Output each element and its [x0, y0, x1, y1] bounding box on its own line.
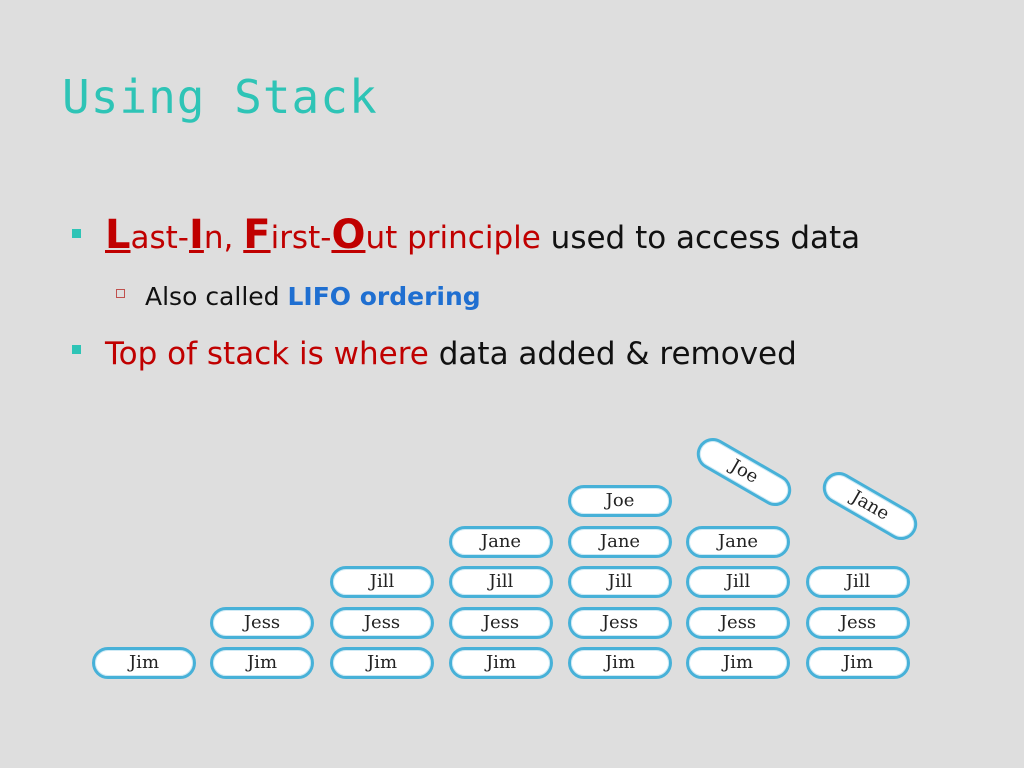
stack-element: Jill	[568, 566, 672, 598]
stack-element: Jess	[686, 607, 790, 639]
stack-element: Jess	[806, 607, 910, 639]
slide-title: Using Stack	[62, 70, 378, 124]
stack-element: Jill	[686, 566, 790, 598]
stack-element: Jim	[686, 647, 790, 679]
stack-element: Jim	[806, 647, 910, 679]
letter-l: L	[105, 212, 131, 258]
square-bullet-icon	[72, 345, 81, 354]
text-n: n,	[203, 220, 244, 256]
stack-element: Jim	[449, 647, 553, 679]
stack-element: Jess	[568, 607, 672, 639]
stack-element: Jess	[210, 607, 314, 639]
text-ast: ast-	[130, 220, 190, 256]
stack-element: Jim	[92, 647, 196, 679]
text-irst: irst-	[270, 220, 332, 256]
square-bullet-icon	[72, 229, 81, 238]
stack-element: Jill	[449, 566, 553, 598]
open-square-bullet-icon	[116, 288, 125, 298]
text-also-called: Also called	[145, 282, 288, 311]
text-lifo-ordering: LIFO ordering	[287, 282, 481, 311]
stack-element: Jim	[330, 647, 434, 679]
stack-element: Jane	[449, 526, 553, 558]
stack-element: Jess	[449, 607, 553, 639]
text-used-to-access: used to access data	[540, 220, 861, 256]
text-ut-principle: ut principle	[365, 220, 541, 256]
stack-element: Jim	[568, 647, 672, 679]
letter-o: O	[331, 212, 366, 258]
stack-element: Jane	[686, 526, 790, 558]
stack-element: Jim	[210, 647, 314, 679]
stack-element: Jill	[330, 566, 434, 598]
letter-i: I	[189, 212, 204, 258]
text-top-of-stack: Top of stack is where	[105, 336, 429, 372]
bullet-top-of-stack: Top of stack is where data added & remov…	[72, 336, 797, 372]
sub-bullet-lifo-ordering: Also called LIFO ordering	[116, 282, 481, 311]
popped-element: Joe	[690, 432, 798, 512]
bullet-lifo-principle: Last-In, First-Out principle used to acc…	[72, 212, 860, 258]
stack-element: Jess	[330, 607, 434, 639]
stack-element: Joe	[568, 485, 672, 517]
stack-element: Jill	[806, 566, 910, 598]
letter-f: F	[243, 212, 271, 258]
stack-element: Jane	[568, 526, 672, 558]
popped-element: Jane	[816, 466, 924, 546]
text-data-added-removed: data added & removed	[428, 336, 797, 372]
